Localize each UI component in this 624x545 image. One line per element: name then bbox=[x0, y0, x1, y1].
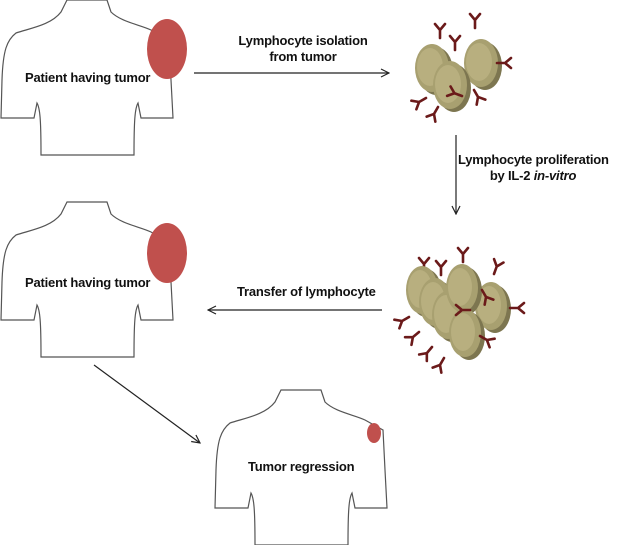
antibody-icon bbox=[417, 345, 434, 363]
proliferation-line-2-italic: in-vitro bbox=[533, 168, 577, 183]
patient-2 bbox=[0, 201, 187, 358]
proliferation-line-2-prefix: by IL-2 bbox=[489, 168, 534, 183]
isolation-line-2: from tumor bbox=[269, 49, 337, 64]
antibody-icon bbox=[454, 303, 472, 317]
lymphocyte-cell bbox=[464, 39, 502, 90]
antibody-icon bbox=[456, 246, 470, 264]
patient-3 bbox=[214, 389, 388, 545]
antibody-icon bbox=[472, 88, 487, 106]
arrow-regression bbox=[93, 364, 200, 443]
antibody-icon bbox=[410, 96, 428, 111]
lymphocyte-cell bbox=[433, 61, 471, 112]
antibody-icon bbox=[431, 356, 446, 374]
patient-3-label: Tumor regression bbox=[248, 459, 355, 474]
proliferation-line-2: by IL-2 in-vitro bbox=[458, 168, 608, 184]
isolation-line-1: Lymphocyte isolation bbox=[238, 33, 368, 48]
proliferation-step-label: Lymphocyte proliferation by IL-2 in-vitr… bbox=[458, 152, 609, 184]
tumor-large bbox=[147, 223, 187, 283]
antibody-icon bbox=[445, 85, 464, 98]
antibody-icon bbox=[492, 257, 505, 276]
antibody-icon bbox=[425, 105, 440, 123]
isolated-lymphocytes bbox=[410, 12, 513, 123]
antibody-icon bbox=[480, 288, 495, 306]
proliferated-lymphocytes bbox=[393, 246, 526, 374]
antibody-icon bbox=[434, 259, 448, 277]
antibody-icon bbox=[468, 12, 482, 30]
lymphocyte-cell bbox=[449, 309, 485, 360]
patient-2-label: Patient having tumor bbox=[25, 275, 151, 290]
tumor-large bbox=[147, 19, 187, 79]
isolation-step-label: Lymphocyte isolation from tumor bbox=[228, 33, 378, 65]
antibody-icon bbox=[393, 315, 411, 330]
proliferation-line-1: Lymphocyte proliferation bbox=[458, 152, 609, 167]
antibody-icon bbox=[508, 301, 526, 315]
antibody-icon bbox=[433, 22, 447, 40]
patient-1-label: Patient having tumor bbox=[25, 70, 151, 85]
transfer-step-label: Transfer of lymphocyte bbox=[237, 284, 376, 299]
antibody-icon bbox=[495, 56, 513, 70]
lymphocyte-cell bbox=[446, 264, 482, 315]
antibody-icon bbox=[448, 34, 462, 52]
tumor-small bbox=[367, 423, 381, 443]
antibody-icon bbox=[403, 330, 421, 347]
patient-1 bbox=[0, 0, 187, 156]
antibody-icon bbox=[478, 334, 496, 349]
